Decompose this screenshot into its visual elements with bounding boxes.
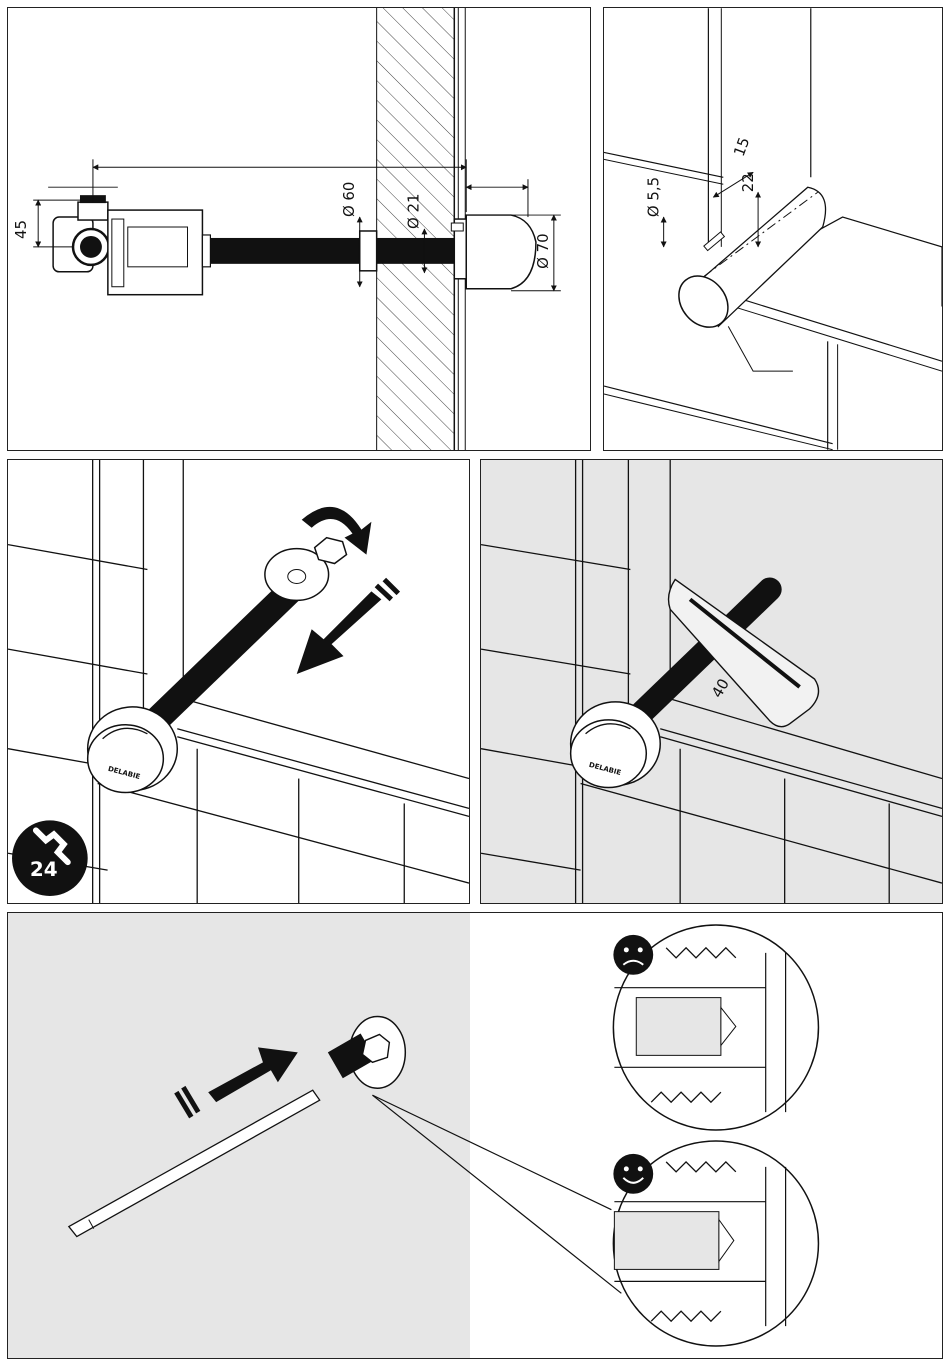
insert-arrow-icon [176, 1047, 297, 1117]
dim-offset-label: 22 [739, 173, 757, 192]
threaded-pipe [210, 238, 359, 264]
side-section-drawing: 45 Ø 60 Ø 21 Ø 70 [8, 8, 590, 450]
panel-drilling-detail: Ø 5,5 15 22 [603, 7, 943, 451]
dim-outer-diameter-label: Ø 60 [340, 182, 358, 217]
dim-cover-diameter-label: Ø 70 [534, 233, 552, 268]
dim-height-label: 45 [12, 220, 30, 239]
panel-side-section: 45 Ø 60 Ø 21 Ø 70 [7, 7, 591, 451]
smiley-face-icon [613, 1154, 653, 1194]
valve-body [53, 195, 210, 295]
panel-cut-pipe: 40 DELABIE [480, 459, 943, 904]
sad-face-icon [613, 935, 653, 975]
cut-pipe-drawing: 40 DELABIE [481, 460, 942, 903]
dim-pipe-diameter-label: Ø 21 [404, 194, 422, 229]
dim-hole-label: Ø 5,5 [645, 177, 663, 217]
push-button-cover [451, 215, 536, 289]
wrench-size-label: 24 [30, 858, 58, 881]
dim-cut-label: 40 [708, 675, 733, 700]
insert-rod-drawing [8, 913, 942, 1358]
nut [315, 538, 347, 564]
panel-tighten-nut: DELABIE 24 [7, 459, 470, 904]
push-rod [69, 1090, 320, 1236]
push-button-cover: DELABIE [88, 707, 178, 793]
panel-insert-rod [7, 912, 943, 1359]
dim-depth-label: 15 [730, 135, 753, 159]
drilling-detail-drawing: Ø 5,5 15 22 [604, 8, 942, 450]
wrench-badge-icon: 24 [12, 820, 88, 896]
tighten-nut-drawing: DELABIE 24 [8, 460, 469, 903]
